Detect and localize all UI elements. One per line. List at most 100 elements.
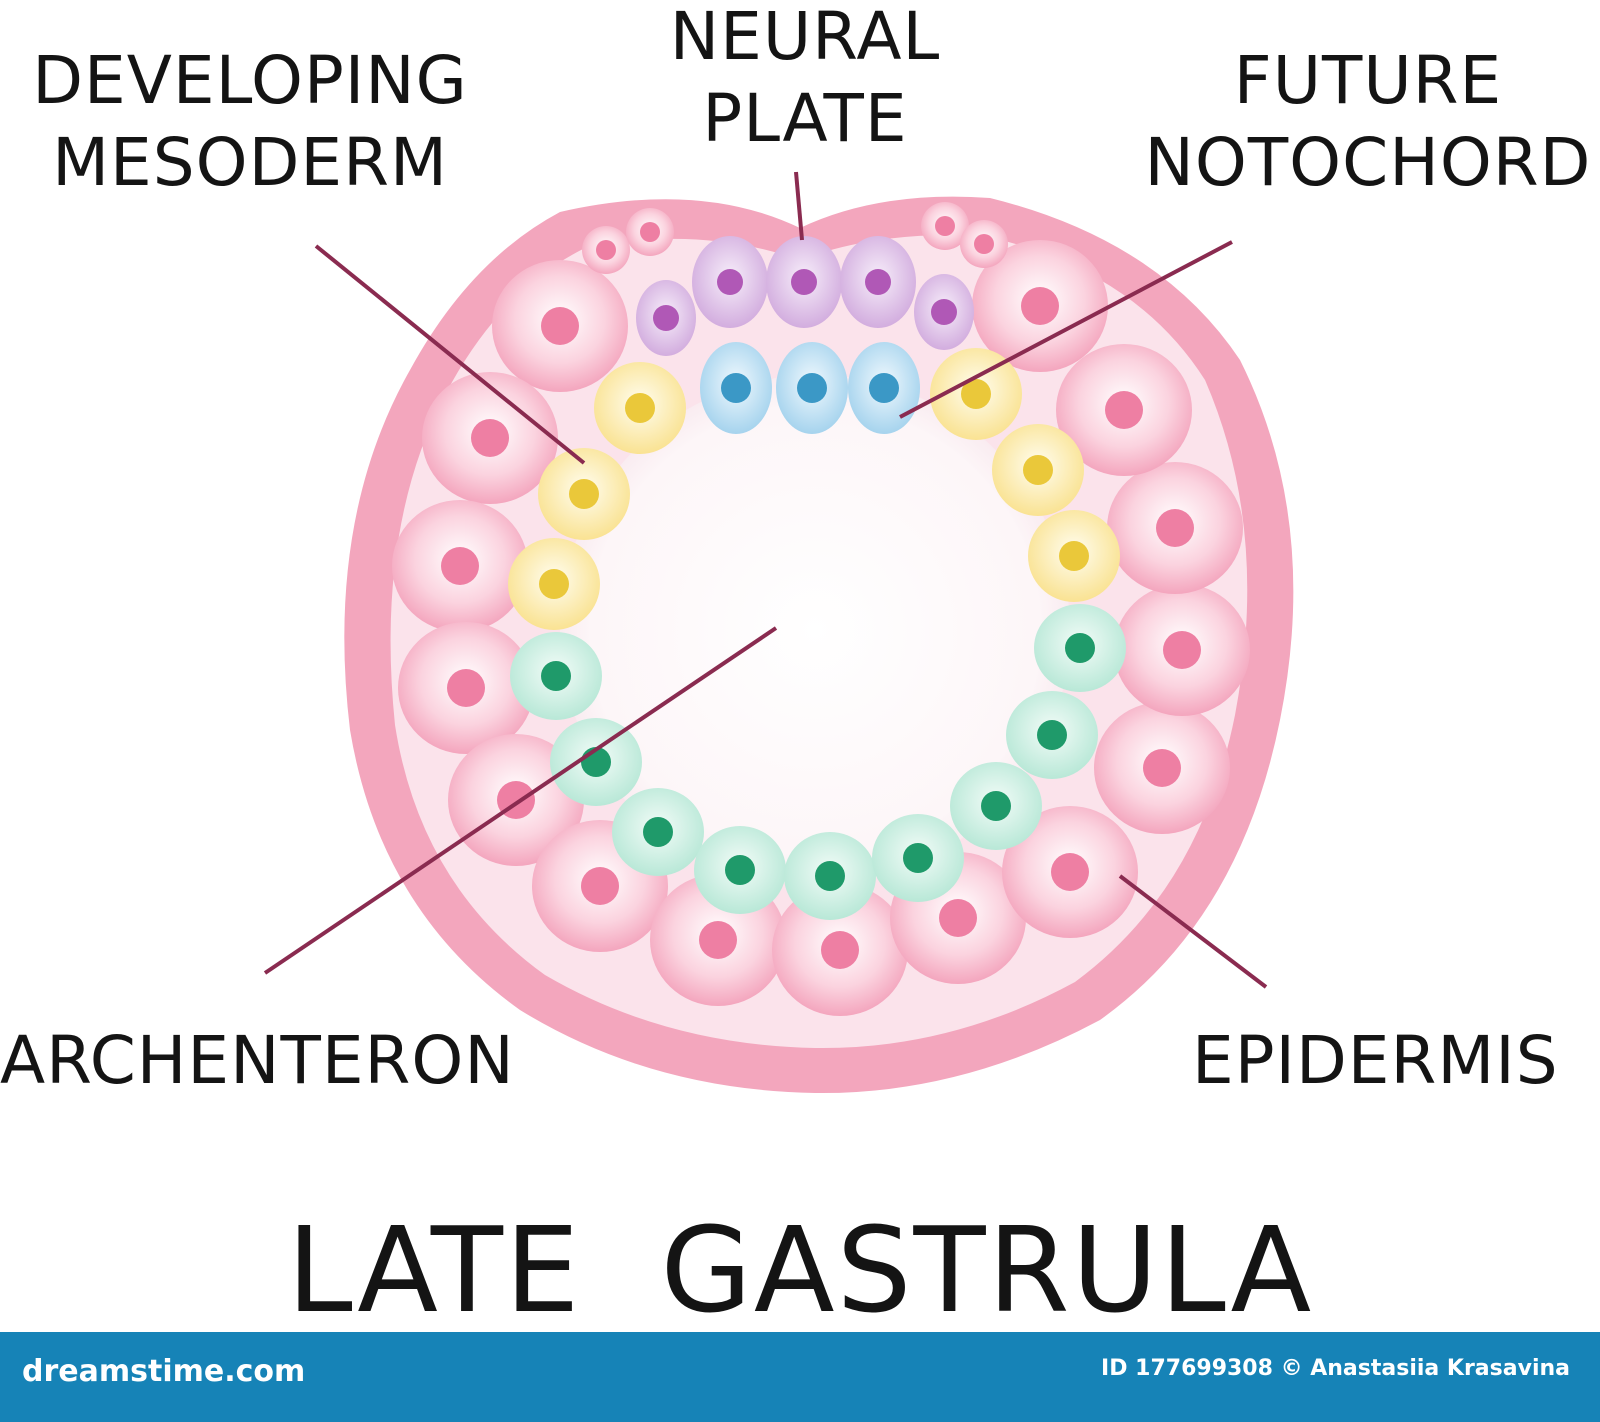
neural-plate-cell xyxy=(840,236,916,328)
notochord-cell xyxy=(700,342,772,434)
endoderm-cell-nucleus xyxy=(903,843,933,873)
epidermis-cell-nucleus xyxy=(541,307,579,345)
mesoderm-cell-nucleus xyxy=(1023,455,1053,485)
epidermis-cell xyxy=(1056,344,1192,476)
endoderm-cell-nucleus xyxy=(725,855,755,885)
mesoderm-cell-nucleus xyxy=(1059,541,1089,571)
epidermis-cell xyxy=(422,372,558,504)
endoderm-cell xyxy=(612,788,704,876)
epidermis-cell-nucleus xyxy=(1163,631,1201,669)
epidermis-cell-nucleus xyxy=(1143,749,1181,787)
label-epidermis: EPIDERMIS xyxy=(1192,1022,1559,1099)
endoderm-cell xyxy=(1034,604,1126,692)
label-developing-mesoderm-line2: MESODERM xyxy=(52,124,448,201)
notochord-cell-nucleus xyxy=(869,373,899,403)
endoderm-cell-nucleus xyxy=(1065,633,1095,663)
label-neural-plate-line1: NEURAL xyxy=(669,0,941,75)
epidermis-cell xyxy=(492,260,628,392)
epidermis-cell-nucleus xyxy=(441,547,479,585)
epidermis-cell-nucleus xyxy=(821,931,859,969)
mesoderm-cell-nucleus xyxy=(569,479,599,509)
endoderm-cell xyxy=(550,718,642,806)
epidermis-cell xyxy=(972,240,1108,372)
epidermis-cell xyxy=(582,226,630,274)
mesoderm-cell-nucleus xyxy=(539,569,569,599)
label-developing-mesoderm-line1: DEVELOPING xyxy=(32,42,468,119)
epidermis-cell-nucleus xyxy=(939,899,977,937)
label-future-notochord-line2: NOTOCHORD xyxy=(1144,124,1592,201)
pointer-line-neural-plate xyxy=(794,171,804,241)
mesoderm-cell xyxy=(508,538,600,630)
epidermis-cell-nucleus xyxy=(935,216,955,236)
epidermis-cell-nucleus xyxy=(699,921,737,959)
endoderm-cell-nucleus xyxy=(643,817,673,847)
neural-plate-cell xyxy=(636,280,696,356)
neural-plate-cell-nucleus xyxy=(931,299,957,325)
epidermis-cell-nucleus xyxy=(974,234,994,254)
endoderm-cell xyxy=(1006,691,1098,779)
neural-plate-cell-nucleus xyxy=(865,269,891,295)
epidermis-cell-nucleus xyxy=(1156,509,1194,547)
notochord-cell xyxy=(848,342,920,434)
pointer-line-notochord xyxy=(899,240,1233,419)
notochord-cell-nucleus xyxy=(721,373,751,403)
endoderm-cell-nucleus xyxy=(541,661,571,691)
notochord-cell xyxy=(776,342,848,434)
epidermis-cell xyxy=(1094,702,1230,834)
epidermis-cell-nucleus xyxy=(596,240,616,260)
epidermis-cell xyxy=(772,884,908,1016)
endoderm-cell xyxy=(510,632,602,720)
endoderm-cell xyxy=(950,762,1042,850)
mesoderm-cell-nucleus xyxy=(961,379,991,409)
neural-plate-cell-nucleus xyxy=(791,269,817,295)
pointer-line-mesoderm xyxy=(314,244,586,465)
watermark-footer-bar: dreamstime.com ID 177699308 © Anastasiia… xyxy=(0,1332,1600,1422)
epidermis-cell-nucleus xyxy=(1021,287,1059,325)
epidermis-cell xyxy=(398,622,534,754)
footer-brand-logo[interactable]: dreamstime.com xyxy=(22,1354,306,1389)
neural-plate-cell-nucleus xyxy=(653,305,679,331)
cell-layers xyxy=(392,202,1250,1016)
mesoderm-cell xyxy=(930,348,1022,440)
neural-plate-cell xyxy=(692,236,768,328)
endoderm-cell-nucleus xyxy=(1037,720,1067,750)
endoderm-cell xyxy=(694,826,786,914)
footer-image-credit: ID 177699308 © Anastasiia Krasavina xyxy=(1101,1356,1570,1381)
mesoderm-cell xyxy=(538,448,630,540)
endoderm-cell xyxy=(872,814,964,902)
mesoderm-cell-nucleus xyxy=(625,393,655,423)
label-developing-mesoderm: DEVELOPING MESODERM xyxy=(30,40,470,204)
endoderm-cell xyxy=(784,832,876,920)
epidermis-cell-nucleus xyxy=(1105,391,1143,429)
epidermis-cell xyxy=(1002,806,1138,938)
mesoderm-cell xyxy=(992,424,1084,516)
epidermis-cell xyxy=(1114,584,1250,716)
epidermis-cell-nucleus xyxy=(1051,853,1089,891)
notochord-cell-nucleus xyxy=(797,373,827,403)
neural-plate-cell xyxy=(914,274,974,350)
endoderm-cell-nucleus xyxy=(815,861,845,891)
epidermis-cell xyxy=(1107,462,1243,594)
mesoderm-cell xyxy=(1028,510,1120,602)
epidermis-cell-nucleus xyxy=(471,419,509,457)
epidermis-cell-nucleus xyxy=(447,669,485,707)
epidermis-cell-nucleus xyxy=(640,222,660,242)
epidermis-cell xyxy=(392,500,528,632)
label-archenteron: ARCHENTERON xyxy=(0,1022,515,1099)
label-neural-plate: NEURAL PLATE xyxy=(640,0,970,160)
epidermis-cell xyxy=(626,208,674,256)
pointer-line-archenteron xyxy=(263,626,778,975)
epidermis-cell-nucleus xyxy=(581,867,619,905)
label-future-notochord: FUTURE NOTOCHORD xyxy=(1138,40,1598,204)
epidermis-cell xyxy=(960,220,1008,268)
mesoderm-cell xyxy=(594,362,686,454)
pointer-line-epidermis xyxy=(1118,874,1268,989)
archenteron-cavity xyxy=(560,375,1070,885)
label-future-notochord-line1: FUTURE xyxy=(1233,42,1503,119)
label-neural-plate-line2: PLATE xyxy=(702,80,908,157)
neural-plate-cell xyxy=(766,236,842,328)
neural-plate-cell-nucleus xyxy=(717,269,743,295)
endoderm-cell-nucleus xyxy=(981,791,1011,821)
epidermis-cell xyxy=(921,202,969,250)
